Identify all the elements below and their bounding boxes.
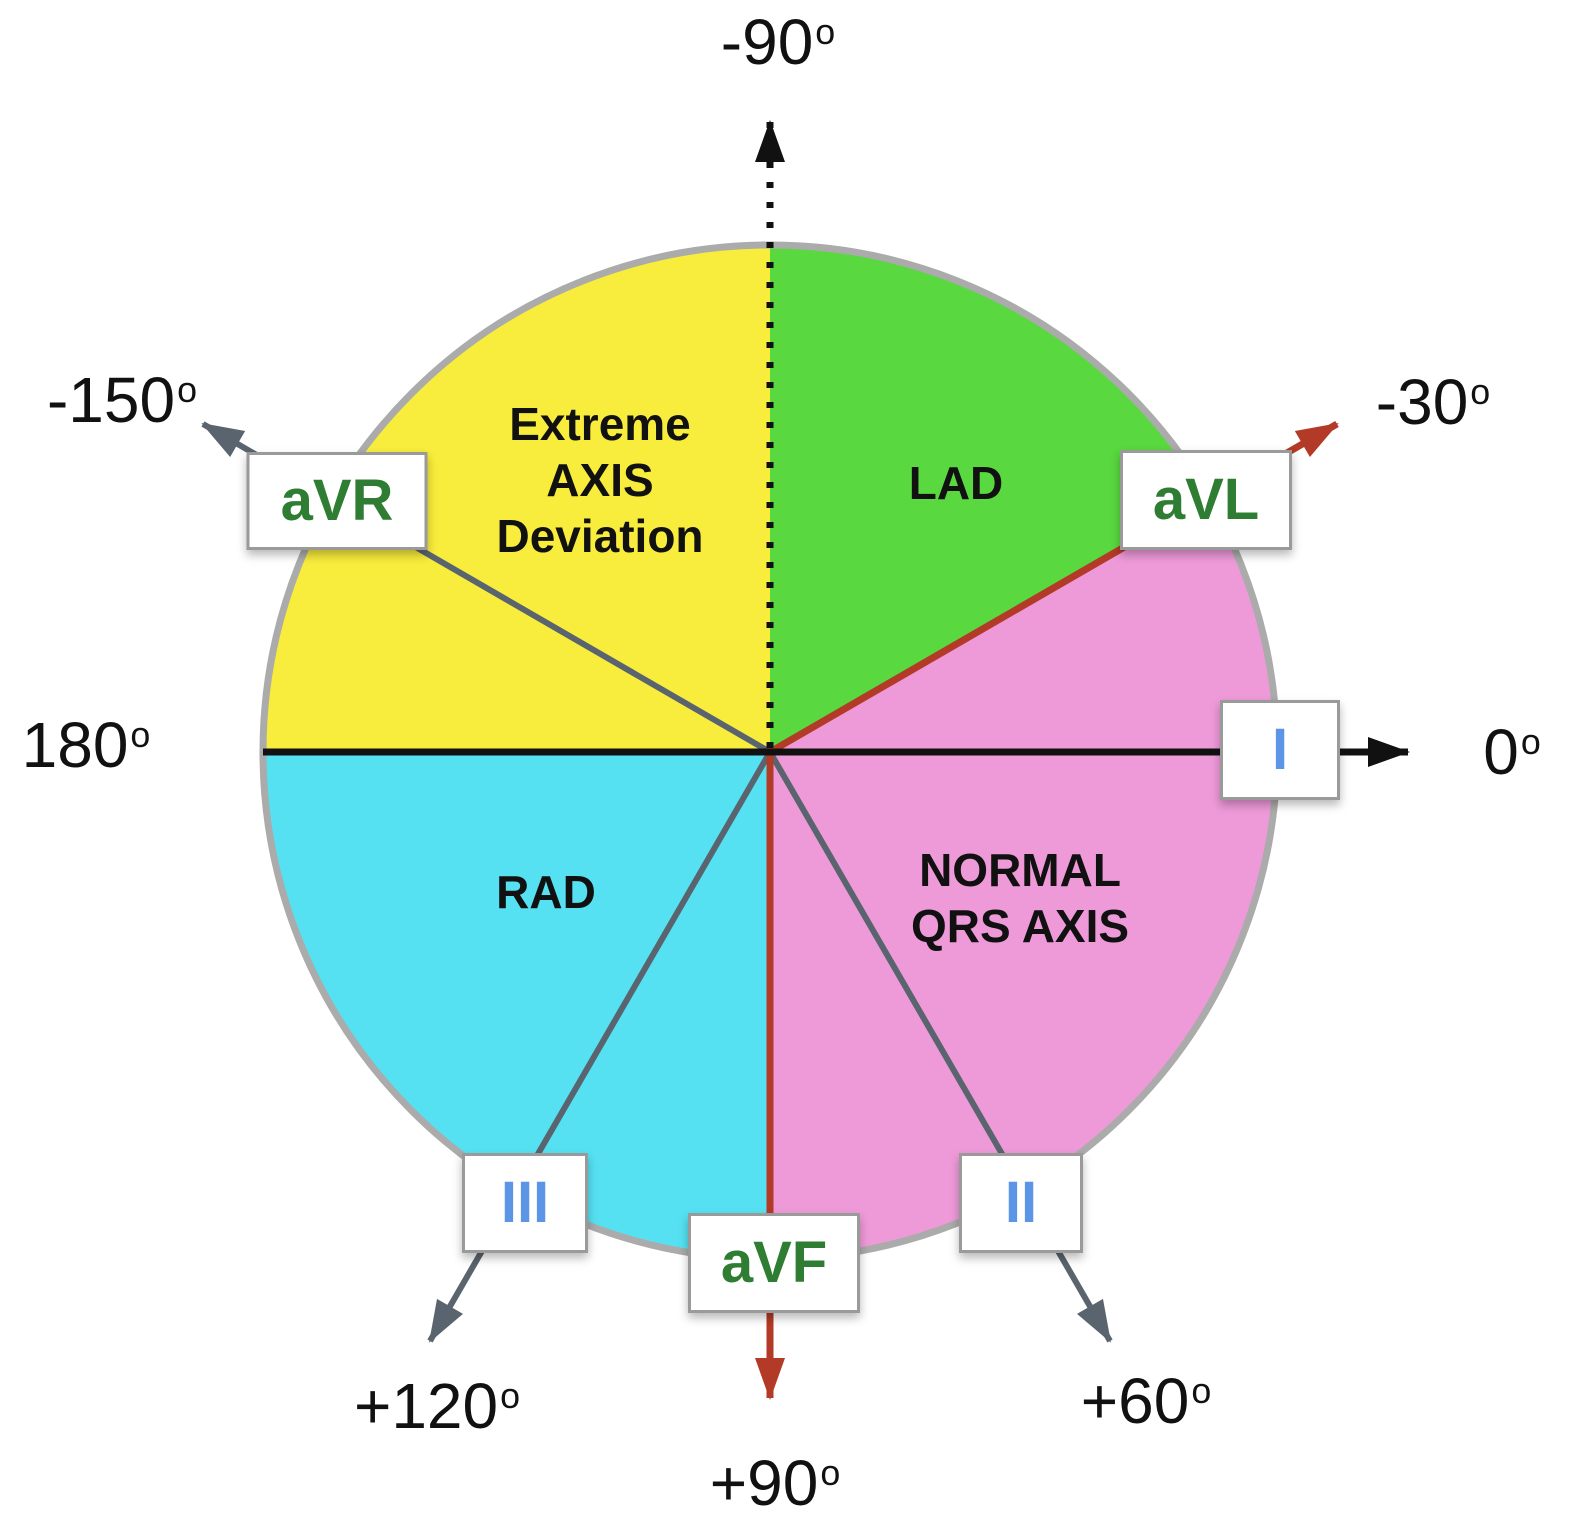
angle-label-plus90: +90o xyxy=(710,1446,841,1520)
lead-box-iii: III xyxy=(462,1153,588,1253)
lead-box-avl: aVL xyxy=(1120,450,1292,550)
angle-value: -90 xyxy=(720,6,814,78)
sector-label-line: Deviation xyxy=(496,510,704,563)
angle-value: +90 xyxy=(709,1447,819,1519)
degree-symbol: o xyxy=(815,12,836,53)
angle-value: +120 xyxy=(353,1370,499,1442)
degree-symbol: o xyxy=(500,1376,521,1417)
lead-label-iii: III xyxy=(500,1170,550,1235)
lead-box-ii: II xyxy=(959,1153,1083,1253)
angle-value: 180 xyxy=(21,709,129,781)
angle-label-minus30: -30o xyxy=(1376,365,1490,439)
angle-label-minus90: -90o xyxy=(721,5,835,79)
angle-label-0: 0o xyxy=(1483,715,1541,789)
sector-label-extreme-axis-deviation: Extreme AXIS Deviation xyxy=(496,396,703,564)
angle-value: -30 xyxy=(1375,366,1469,438)
sector-label-line: QRS AXIS xyxy=(910,900,1130,952)
degree-symbol: o xyxy=(820,1453,841,1494)
sector-label-line: LAD xyxy=(908,456,1004,509)
sector-label-normal-qrs-axis: NORMAL QRS AXIS xyxy=(911,842,1129,954)
angle-label-plus120: +120o xyxy=(354,1369,520,1443)
sector-lad xyxy=(770,245,1209,752)
angle-label-180: 180o xyxy=(22,708,151,782)
degree-symbol: o xyxy=(177,370,198,411)
sector-label-rad: RAD xyxy=(496,864,596,920)
lead-label-i: I xyxy=(1271,717,1289,782)
angle-value: 0 xyxy=(1483,716,1519,788)
sector-label-lad: LAD xyxy=(909,455,1004,511)
sector-extreme-axis-deviation xyxy=(263,245,770,752)
degree-symbol: o xyxy=(1520,722,1541,763)
lead-label-avl: aVL xyxy=(1152,467,1260,532)
sector-label-line: AXIS xyxy=(546,453,654,506)
sector-normal-qrs-axis xyxy=(770,498,1277,1259)
degree-symbol: o xyxy=(1191,1371,1212,1412)
sector-rad xyxy=(263,752,770,1259)
lead-box-avr: aVR xyxy=(246,452,428,550)
sector-label-line: Extreme xyxy=(509,397,691,450)
lead-label-avr: aVR xyxy=(280,468,394,533)
angle-value: -150 xyxy=(46,364,176,436)
sector-label-line: RAD xyxy=(496,865,596,918)
angle-label-plus60: +60o xyxy=(1081,1364,1212,1438)
lead-label-ii: II xyxy=(1004,1170,1038,1235)
lead-label-avf: aVF xyxy=(720,1230,828,1295)
lead-box-avf: aVF xyxy=(688,1213,860,1313)
sector-label-line: NORMAL xyxy=(919,843,1121,896)
angle-value: +60 xyxy=(1080,1365,1190,1437)
degree-symbol: o xyxy=(1470,372,1491,413)
angle-label-minus150: -150o xyxy=(47,363,197,437)
lead-box-i: I xyxy=(1220,700,1340,800)
degree-symbol: o xyxy=(130,715,151,756)
